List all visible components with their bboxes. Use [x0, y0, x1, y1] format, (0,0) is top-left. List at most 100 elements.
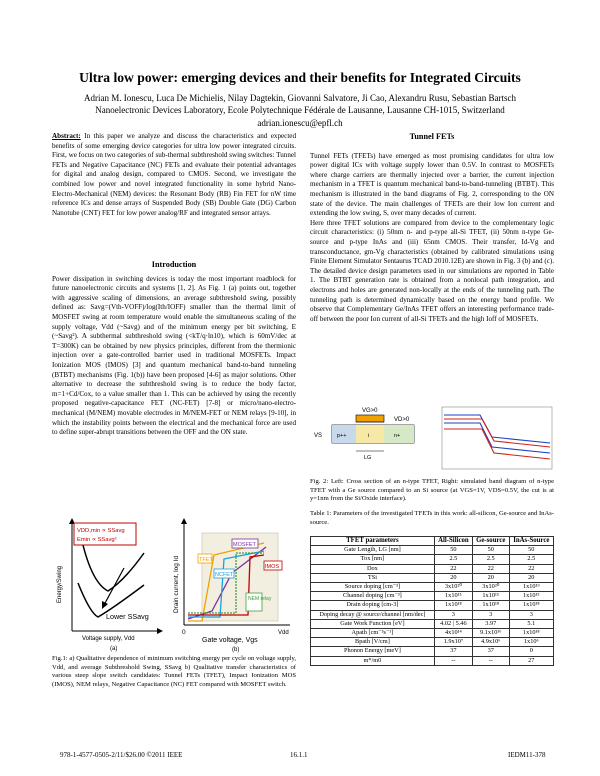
table-header-row: TFET parameters All-Silicon Ge-source In…: [310, 535, 555, 547]
table-param-cell: Doping decay @ source/channel [nm/dec]: [310, 609, 435, 620]
table-value-cell: 50: [471, 545, 510, 556]
table-value-cell: 2.5: [471, 554, 510, 565]
figure-2-caption: Fig. 2: Left: Cross section of an n-type…: [310, 478, 554, 503]
imos-label: IMOS: [265, 564, 279, 570]
table-header-cell: All-Silicon: [433, 535, 473, 547]
fig1b-vdd: Vdd: [278, 630, 289, 636]
tunnel-fet-paragraph-1: Tunnel FETs (TFETs) have emerged as most…: [310, 151, 554, 218]
tfet-cross-section: VG>0 VS VD>0 p++ i n+ LG: [314, 408, 415, 461]
mosfet-label: MOSFET: [233, 542, 257, 548]
footer-page-id: IEDM11-378: [508, 751, 546, 759]
paper-title: Ultra low power: emerging devices and th…: [79, 70, 521, 85]
table-value-cell: 37: [471, 646, 510, 657]
table-header-cell: Ge-source: [471, 535, 510, 547]
tunnel-fet-paragraph-2: Here three TFET solutions are compared f…: [310, 218, 554, 323]
table-value-cell: 3: [433, 609, 473, 620]
fig1b-ylabel: Drain current, log Id: [173, 556, 180, 613]
fig2-p-region: p++: [337, 433, 346, 439]
table-param-cell: Drain doping [cm-3]: [310, 600, 435, 611]
table-value-cell: 50: [508, 545, 555, 556]
ncfet-curve: [188, 550, 265, 618]
fig2-vs: VS: [314, 433, 322, 439]
table-param-cell: Bpath [V/cm]: [310, 637, 435, 648]
table-value-cell: 1x10¹⁸: [508, 628, 555, 639]
table-header-cell: InAs-Source: [508, 535, 555, 547]
figure-1: VDD,min ∝ SSavg Emin ∝ SSavg² Lower SSav…: [52, 513, 296, 653]
fig1a-sublabel: (a): [110, 646, 117, 652]
fig1a-xlabel: Voltage supply, Vdd: [82, 636, 135, 642]
table-param-cell: Apath [cm⁻³s⁻¹]: [310, 628, 435, 639]
tunnel-fet-section: Tunnel FETs Tunnel FETs (TFETs) have eme…: [310, 132, 554, 324]
author-list: Adrian M. Ionescu, Luca De Michielis, Ni…: [84, 93, 516, 103]
table-value-cell: 22: [433, 563, 473, 574]
table-value-cell: 1.9x10⁷: [433, 637, 473, 648]
table-value-cell: 3: [508, 609, 555, 620]
table-value-cell: 3: [471, 609, 510, 620]
abstract-label: Abstract:: [52, 132, 81, 140]
table-param-cell: Phonon Energy [meV]: [310, 646, 435, 657]
affiliation: Nanoelectronic Devices Laboratory, Ecole…: [95, 105, 505, 115]
nem-label: NEM relay: [248, 596, 272, 602]
fig2-vg: VG>0: [362, 408, 378, 414]
table-value-cell: 5.1: [508, 618, 555, 630]
fig2-lg: LG: [364, 455, 371, 461]
table-value-cell: 4.9x10⁶: [471, 637, 510, 648]
table-value-cell: 1x10¹⁵: [433, 591, 473, 602]
energy-curve-low: [77, 582, 145, 618]
energy-curve-high: [81, 540, 145, 592]
table-value-cell: 22: [471, 563, 510, 574]
table-value-cell: 1x10⁶: [508, 637, 555, 648]
table-param-cell: Gate Work Function [eV]: [310, 618, 435, 630]
table-value-cell: 2.5: [433, 554, 473, 565]
nem-curve: [188, 552, 264, 614]
table-value-cell: 22: [508, 563, 555, 574]
fig2-n-region: n+: [394, 433, 400, 439]
imos-curve: [188, 554, 265, 616]
fig1b-zero: 0: [182, 629, 186, 636]
band-diagram: [441, 406, 553, 470]
table-param-cell: Source doping [cm⁻³]: [310, 582, 435, 593]
footer-section-number: 16.1.1: [290, 751, 308, 759]
table-value-cell: --: [433, 655, 473, 666]
fig1b-sublabel: (b): [232, 647, 239, 653]
table-value-cell: 4.02 | 5.46: [433, 618, 473, 630]
table-param-cell: Dox: [310, 563, 435, 574]
table-value-cell: 3x10²⁰: [433, 582, 473, 593]
tunnel-fet-heading: Tunnel FETs: [409, 132, 455, 141]
fig1a-label-vdd: VDD,min ∝ SSavg: [77, 528, 125, 534]
table-value-cell: 9.1x10¹⁶: [471, 628, 510, 639]
fig1a-label-box: [73, 522, 137, 546]
table-value-cell: 1x10¹⁸: [508, 600, 555, 611]
table-value-cell: 4x10¹⁴: [433, 628, 473, 639]
table-value-cell: --: [471, 655, 510, 666]
table-value-cell: 37: [433, 646, 473, 657]
figure-2-graphic: VG>0 VS VD>0 p++ i n+ LG: [314, 406, 553, 470]
tfet-curve: [188, 542, 265, 622]
fig2-vd: VD>0: [394, 417, 410, 423]
table-value-cell: 0: [508, 646, 555, 657]
fig2-i-region: i: [368, 433, 369, 439]
fig1a-label-emin: Emin ∝ SSavg²: [77, 537, 117, 543]
fig1a-ylabel: Energy/Swing: [57, 566, 63, 603]
figure-1-caption: Fig.1: a) Qualitative dependence of mini…: [52, 655, 296, 688]
introduction-heading: Introduction: [151, 260, 197, 269]
figure-2: VG>0 VS VD>0 p++ i n+ LG: [310, 403, 554, 475]
table-value-cell: 20: [471, 572, 510, 584]
table-param-cell: m*/m0: [310, 655, 435, 666]
footer-copyright: 978-1-4577-0505-2/11/$26.00 ©2011 IEEE: [60, 751, 183, 759]
table-value-cell: 27: [508, 655, 555, 666]
table-value-cell: 20: [433, 572, 473, 584]
table-value-cell: 1x10¹⁸: [433, 600, 473, 611]
tfet-label: TFET: [199, 557, 213, 563]
